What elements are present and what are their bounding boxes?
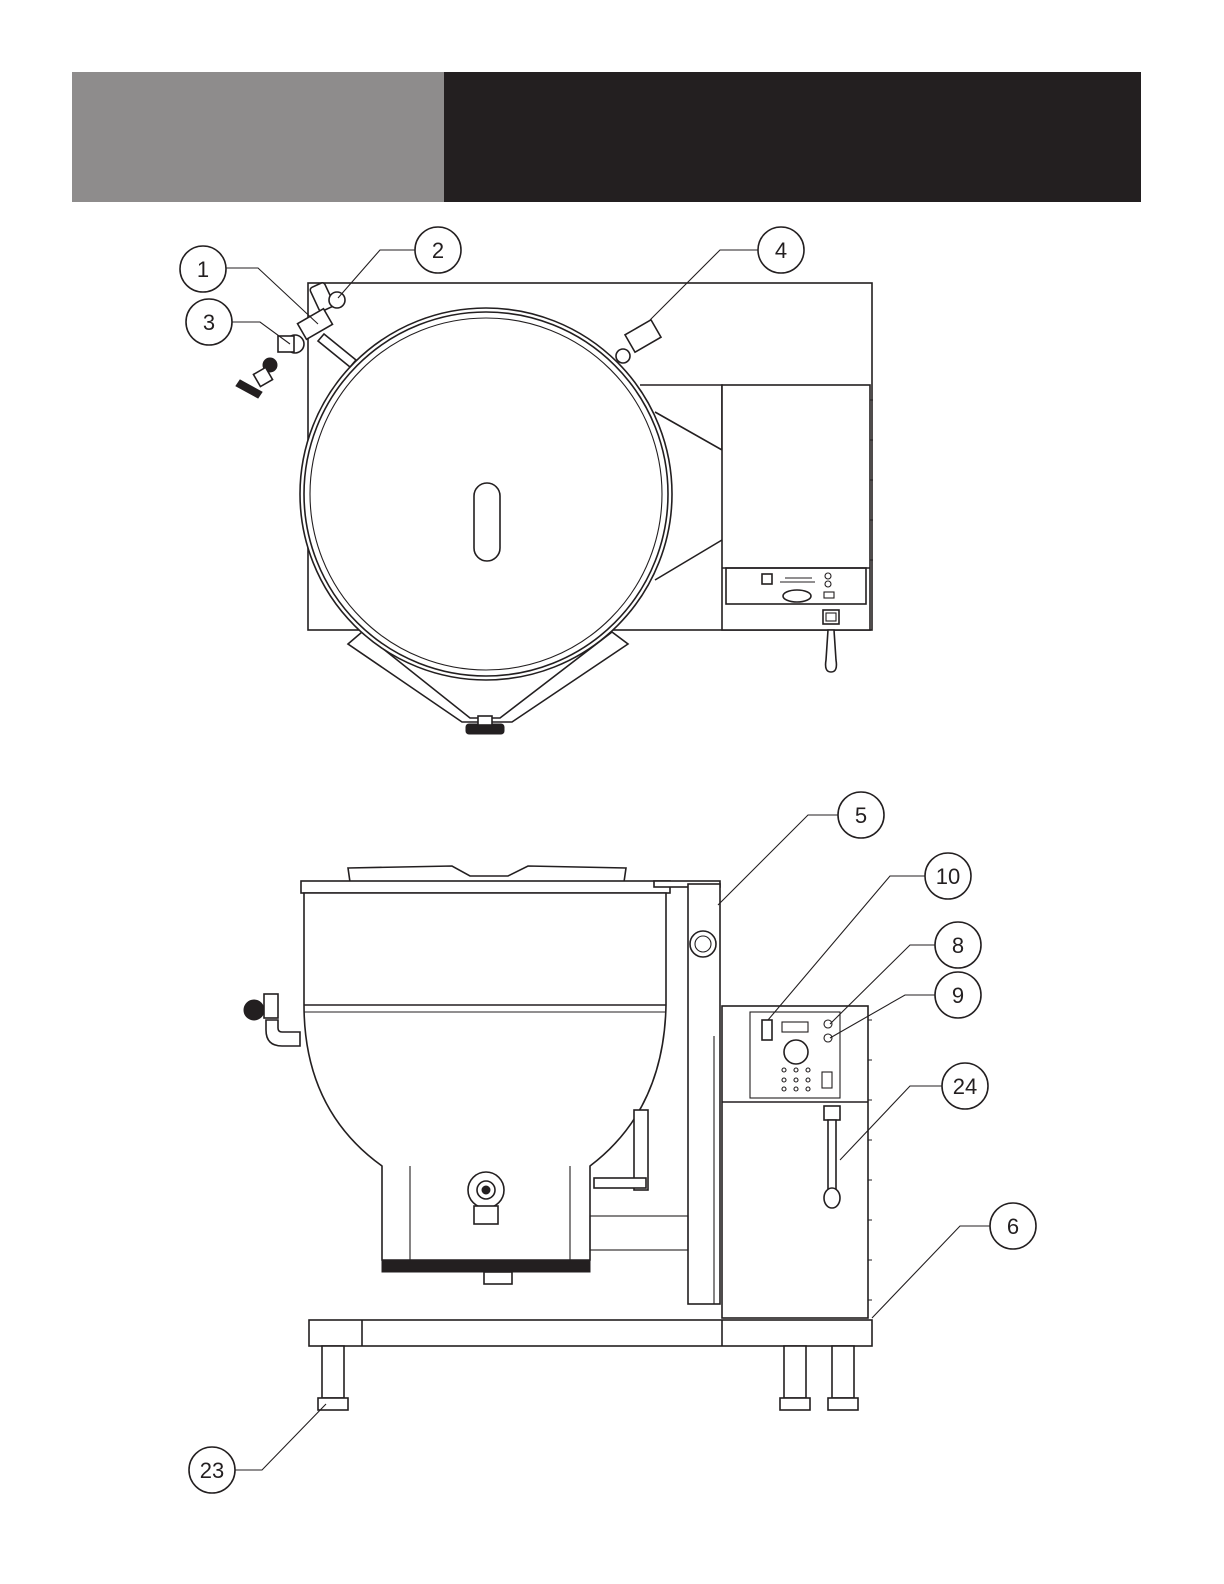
top-view	[236, 282, 873, 734]
callout-label: 8	[952, 933, 964, 958]
callout-23: 23	[189, 1447, 235, 1493]
leg-front-left	[322, 1346, 344, 1398]
callout-label: 24	[953, 1074, 977, 1099]
tilt-handle-base	[823, 610, 839, 624]
tilt-handle-mount	[824, 1106, 840, 1120]
control-cabinet-top	[722, 385, 870, 630]
power-switch-top	[762, 574, 772, 584]
callout-label: 23	[200, 1458, 224, 1483]
callout-label: 5	[855, 803, 867, 828]
tilt-handle-grip	[826, 630, 837, 672]
callout-24: 24	[942, 1063, 988, 1109]
callout-8: 8	[935, 922, 981, 968]
drain-valve-dot	[482, 1186, 490, 1194]
drain-valve-outlet	[474, 1206, 498, 1224]
side-valve-handwheel	[244, 1000, 264, 1020]
temperature-dial	[784, 1040, 808, 1064]
leg-rear-b	[832, 1346, 854, 1398]
foot-rear-b	[828, 1398, 858, 1410]
side-valve-body	[264, 994, 278, 1018]
foot-rear-a	[780, 1398, 810, 1410]
callout-1: 1	[180, 246, 226, 292]
callout-4: 4	[758, 227, 804, 273]
callout-label: 9	[952, 983, 964, 1008]
probe-housing	[625, 320, 661, 352]
tilt-link	[594, 1178, 646, 1188]
callout-5: 5	[838, 792, 884, 838]
tilt-handle-knob	[824, 1188, 840, 1208]
kettle-rim-side	[301, 881, 670, 893]
lid-handle	[474, 483, 500, 561]
side-view	[244, 866, 872, 1410]
probe-fitting	[616, 349, 630, 363]
leg-rear-a	[784, 1346, 806, 1398]
callout-6: 6	[990, 1203, 1036, 1249]
callout-label: 3	[203, 310, 215, 335]
callout-label: 10	[936, 864, 960, 889]
kettle-lid-side	[348, 866, 626, 882]
callout-label: 4	[775, 238, 787, 263]
side-fill-valve	[244, 994, 300, 1046]
callout-label: 6	[1007, 1214, 1019, 1239]
callout-10: 10	[925, 853, 971, 899]
callout-2: 2	[415, 227, 461, 273]
probe-assembly	[616, 320, 661, 363]
power-switch-side	[762, 1020, 772, 1040]
callout-label: 1	[197, 257, 209, 282]
side-valve-elbow	[266, 1020, 300, 1046]
base-frame	[309, 1320, 872, 1346]
trunnion-bearing	[690, 931, 716, 957]
fill-nozzle-cap	[329, 292, 345, 308]
drain-stem	[478, 716, 492, 725]
fill-pipe	[318, 334, 356, 367]
support-brace	[590, 1216, 688, 1250]
fill-union	[278, 336, 294, 352]
callout-label: 2	[432, 238, 444, 263]
callout-3: 3	[186, 299, 232, 345]
tilt-handle-shaft	[828, 1120, 836, 1190]
bottom-fitting	[484, 1272, 512, 1284]
fill-tee	[298, 309, 333, 340]
callout-9: 9	[935, 972, 981, 1018]
kettle-base-band	[382, 1260, 590, 1272]
